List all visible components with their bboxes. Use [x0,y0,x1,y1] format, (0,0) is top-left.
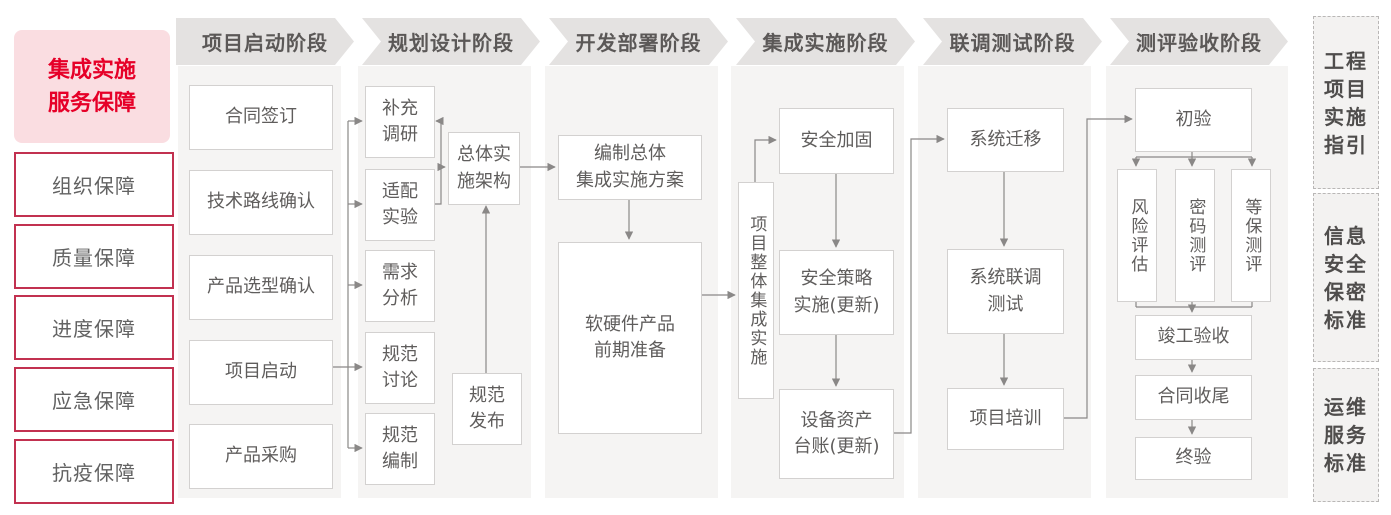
standard-box-om-service: 运维 服务 标准 [1313,368,1379,502]
box-adaptation-experiment: 适配 实验 [365,169,435,241]
phase-header-project-kickoff: 项目启动阶段 [176,18,354,65]
box-hw-sw-product-preparation: 软硬件产品 前期准备 [558,242,702,434]
box-crypto-evaluation: 密码测评 [1175,169,1215,302]
box-initial-acceptance: 初验 [1135,88,1252,152]
box-security-policy-implementation: 安全策略 实施(更新) [779,250,894,335]
box-tech-route-confirm: 技术路线确认 [189,170,333,235]
sidebar-item-quality-guarantee: 质量保障 [14,224,174,289]
box-compile-overall-integration-plan: 编制总体 集成实施方案 [558,135,702,200]
box-contract-signing: 合同签订 [189,85,333,150]
box-spec-discussion: 规范 讨论 [365,332,435,404]
box-project-kickoff: 项目启动 [189,340,333,405]
box-equipment-asset-ledger: 设备资产 台账(更新) [779,389,894,479]
box-spec-compilation: 规范 编制 [365,413,435,485]
box-supplementary-research: 补充 调研 [365,86,435,158]
box-final-acceptance: 终验 [1135,437,1252,480]
box-project-overall-integration: 项目整体集成实施 [738,182,774,399]
standard-box-infosec-confidentiality: 信息 安全 保密 标准 [1313,193,1379,362]
sidebar-header-integration-service-guarantee: 集成实施 服务保障 [14,30,170,143]
phase-header-develop-deploy: 开发部署阶段 [549,18,728,65]
box-system-migration: 系统迁移 [947,108,1064,172]
box-product-selection-confirm: 产品选型确认 [189,255,333,320]
sidebar-item-emergency-guarantee: 应急保障 [14,367,174,432]
sidebar-item-schedule-guarantee: 进度保障 [14,295,174,360]
box-completion-acceptance: 竣工验收 [1135,315,1252,360]
box-requirement-analysis: 需求 分析 [365,250,435,322]
phase-header-joint-debug-test: 联调测试阶段 [923,18,1102,65]
sidebar-item-epidemic-guarantee: 抗疫保障 [14,439,174,504]
box-spec-release: 规范 发布 [452,373,522,445]
sidebar-item-organization-guarantee: 组织保障 [14,152,174,217]
box-overall-implementation-architecture: 总体实 施架构 [448,132,520,205]
phase-header-integration-implementation: 集成实施阶段 [736,18,915,65]
phase-header-evaluation-acceptance: 测评验收阶段 [1110,18,1288,65]
box-contract-closure: 合同收尾 [1135,375,1252,420]
box-project-training: 项目培训 [947,388,1064,450]
box-system-joint-debug-test: 系统联调 测试 [947,249,1064,334]
box-security-hardening: 安全加固 [779,108,894,174]
box-product-procurement: 产品采购 [189,424,333,489]
standard-box-engineering-project-guide: 工程 项目 实施 指引 [1313,16,1379,189]
box-classified-protection-evaluation: 等保测评 [1231,169,1271,302]
phase-header-planning-design: 规划设计阶段 [362,18,540,65]
box-risk-assessment: 风险评估 [1117,169,1157,302]
